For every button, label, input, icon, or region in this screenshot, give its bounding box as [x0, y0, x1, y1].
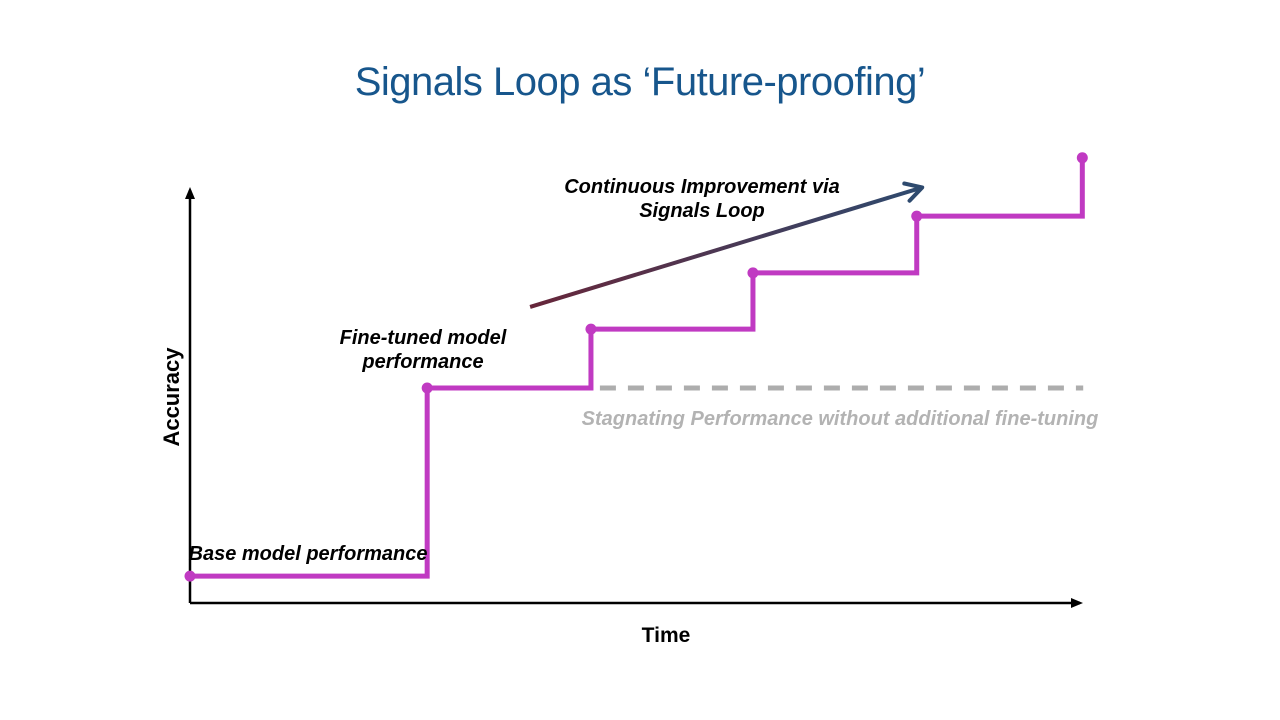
continuous-improvement-arrow [529, 181, 925, 309]
base-model-annotation: Base model performance [188, 543, 428, 565]
continuous-improvement-line1: Continuous Improvement via [564, 176, 840, 198]
step-point-marker [911, 210, 923, 222]
fine-tuned-annotation-line2: performance [362, 351, 484, 373]
y-axis-label: Accuracy [159, 347, 184, 447]
step-point-marker [1076, 152, 1088, 164]
step-performance-line [190, 157, 1085, 579]
step-point-marker [184, 570, 196, 582]
step-point-marker [747, 267, 759, 279]
step-point-marker [585, 323, 597, 335]
slide-title: Signals Loop as ‘Future-proofing’ [354, 60, 926, 104]
step-point-marker [421, 382, 433, 394]
stagnating-performance-annotation: Stagnating Performance without additiona… [581, 408, 1099, 430]
fine-tuned-annotation-line1: Fine-tuned model [339, 327, 507, 349]
x-axis-label: Time [641, 624, 691, 647]
fine-tuned-annotation: Fine-tuned model performance [298, 326, 548, 374]
continuous-improvement-annotation: Continuous Improvement via Signals Loop [552, 175, 852, 223]
continuous-improvement-line2: Signals Loop [639, 200, 765, 222]
